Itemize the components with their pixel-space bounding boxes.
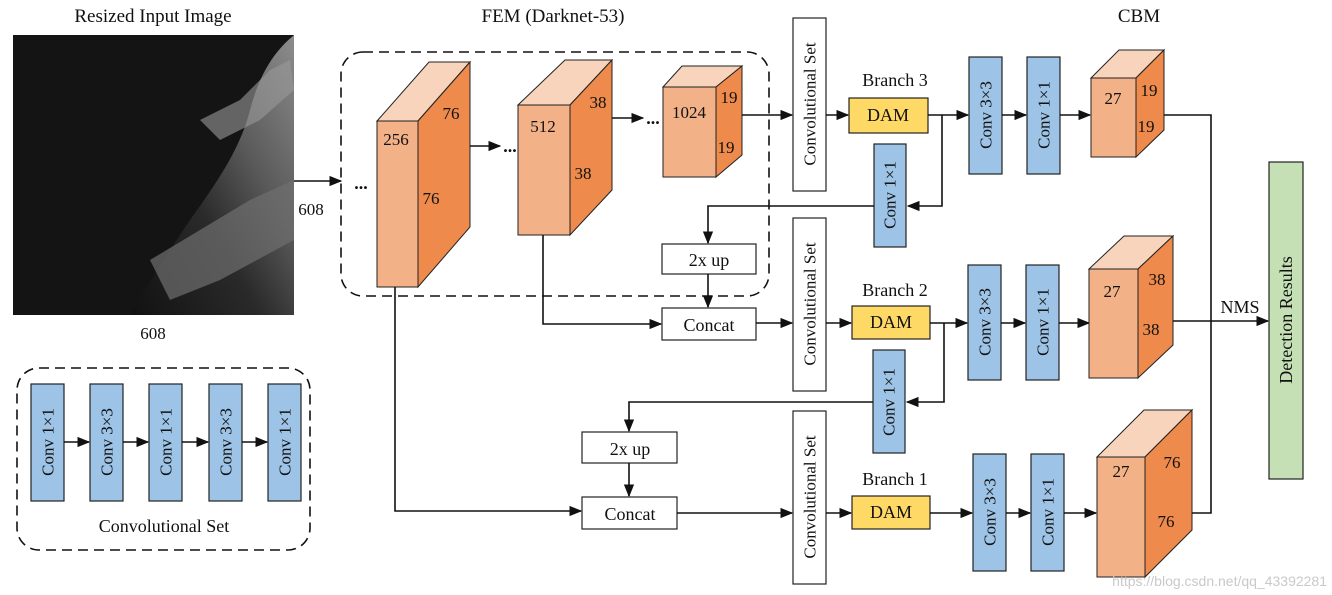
output-cube-branch3 [1089,48,1166,159]
legend-block-5: Conv 1×1 [267,383,302,502]
input-height-label: 608 [140,324,166,343]
cube-1024-height: 19 [718,138,735,157]
lateral-conv1x1-upper: Conv 1×1 [873,143,907,248]
legend-block-1-label: Conv 1×1 [39,408,58,476]
dam-branch1 [851,495,931,530]
legend-box [16,367,311,551]
legend-block-3: Conv 1×1 [148,383,183,502]
out3-width: 19 [1141,81,1158,100]
branch2-label: Branch 2 [862,280,927,300]
fem-cube-256 [375,60,472,289]
legend-block-4-label: Conv 3×3 [217,408,236,476]
legend-caption: Convolutional Set [99,516,230,536]
lateral-to-upsample-lower-arrow [623,401,873,433]
cube-512-height: 38 [575,164,592,183]
lateral-conv1x1-lower: Conv 1×1 [872,349,906,454]
detection-results-label: Detection Results [1276,256,1296,383]
conv-set-branch1: Convolutional Set [792,410,827,585]
input-image-title: Resized Input Image [74,6,231,27]
nms-label: NMS [1220,297,1259,317]
conv-set-3-label: Convolutional Set [801,42,820,166]
dam-branch2-label: DAM [870,312,912,332]
conv-set-1-label: Convolutional Set [801,435,820,559]
cube-256-channels: 256 [383,130,409,149]
legend-block-4: Conv 3×3 [208,383,243,502]
lateral-upper-label: Conv 1×1 [881,161,900,229]
branch3-to-lateral-arrow [906,115,943,212]
upsample-upper [661,243,757,275]
legend-block-3-label: Conv 1×1 [157,408,176,476]
concat-upper [661,307,757,341]
cube-256-height: 76 [423,189,440,208]
out2-height: 38 [1143,320,1160,339]
legend-block-1: Conv 1×1 [30,383,65,502]
dam-branch1-label: DAM [870,502,912,522]
detection-results-box: Detection Results [1268,161,1304,480]
watermark: https://blog.csdn.net/qq_43392281 [1112,573,1327,589]
cbm-title: CBM [1118,6,1160,27]
out1-channels: 27 [1113,462,1131,481]
legend-block-5-label: Conv 1×1 [276,408,295,476]
branch3-label: Branch 3 [862,70,927,90]
dam-branch3-label: DAM [867,105,909,125]
branch3-conv1x1-label: Conv 1×1 [1035,81,1054,149]
fem-title: FEM (Darknet-53) [482,6,625,27]
out3-height: 19 [1138,117,1155,136]
input-satellite-image [13,35,294,315]
branch2-to-lateral-arrow [905,323,945,408]
cube-256-width: 76 [443,104,460,123]
out2-width: 38 [1149,270,1166,289]
cube-1024-width: 19 [721,88,738,107]
ellipsis-0: ... [354,173,368,193]
lateral-to-upsample-arrow [702,205,874,245]
upsample-lower-label: 2x up [610,439,651,459]
branch1-label: Branch 1 [862,469,927,489]
legend-block-2: Conv 3×3 [89,383,124,502]
branch2-conv3x3-label: Conv 3×3 [976,288,995,356]
branch1-conv3x3-label: Conv 3×3 [981,478,1000,546]
fem-box [340,51,770,297]
lateral-lower-label: Conv 1×1 [880,368,899,436]
output-cube-branch2 [1087,234,1175,380]
ellipsis-2: ... [646,108,660,128]
fem-cube-512 [516,58,614,237]
cube256-to-concat-arrow [394,287,583,517]
conv-set-branch3: Convolutional Set [792,17,827,192]
conv-set-branch2: Convolutional Set [792,217,827,392]
conv-set-2-label: Convolutional Set [801,242,820,366]
cube-512-channels: 512 [530,117,556,136]
branch3-conv3x3-label: Conv 3×3 [977,81,996,149]
cube-1024-channels: 1024 [672,103,707,122]
out1-width: 76 [1164,453,1181,472]
cube-512-width: 38 [590,93,607,112]
concat-upper-label: Concat [684,315,735,335]
out3-channels: 27 [1105,89,1123,108]
branch2-conv1x1-label: Conv 1×1 [1034,288,1053,356]
branch1-conv1x1-label: Conv 1×1 [1039,478,1058,546]
output-cube-branch1 [1095,408,1194,579]
branch1-conv1x1: Conv 1×1 [1030,453,1065,572]
ellipsis-1: ... [503,136,517,156]
branch3-conv1x1: Conv 1×1 [1026,56,1061,175]
legend-block-2-label: Conv 3×3 [98,408,117,476]
branch2-conv3x3: Conv 3×3 [967,264,1002,381]
branch2-conv1x1: Conv 1×1 [1025,264,1060,381]
output-merge-line [1164,114,1212,514]
input-width-label: 608 [298,200,324,219]
fem-cube-1024 [661,64,744,179]
cube512-to-concat-arrow [542,235,663,330]
branch3-conv3x3: Conv 3×3 [968,56,1003,175]
concat-lower-label: Concat [605,504,656,524]
out2-channels: 27 [1104,282,1122,301]
upsample-upper-label: 2x up [689,250,730,270]
branch1-conv3x3: Conv 3×3 [972,453,1007,572]
out1-height: 76 [1158,512,1175,531]
